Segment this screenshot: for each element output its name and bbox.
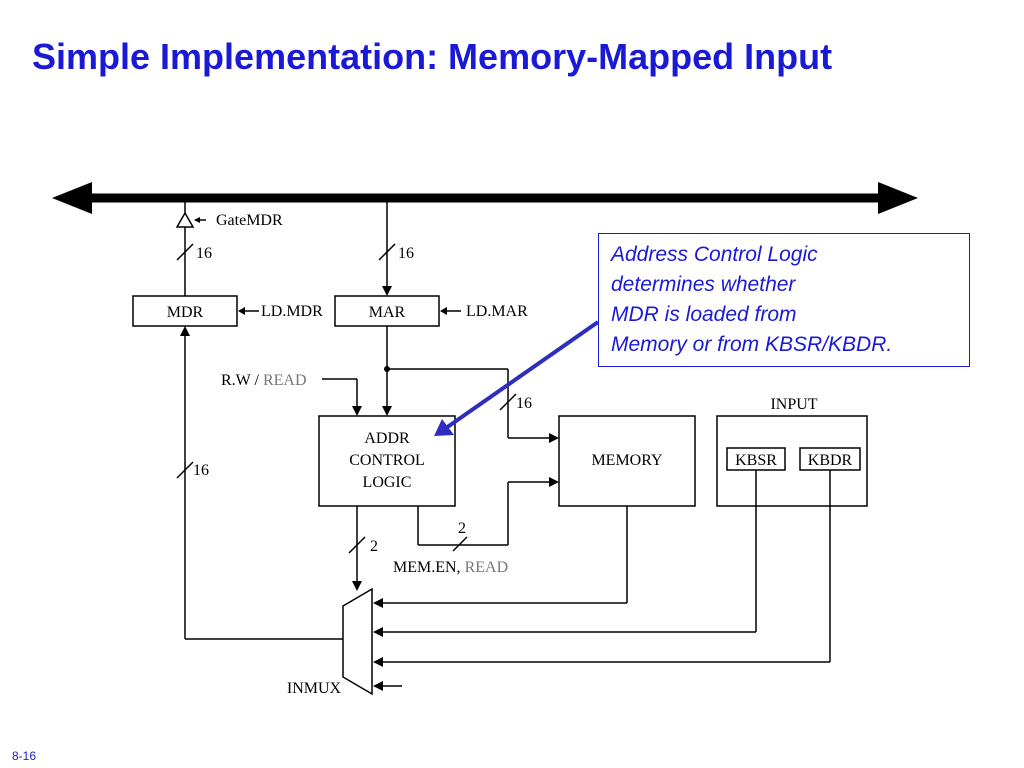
wire-extra-to-inmux bbox=[373, 681, 402, 691]
slide-number: 8-16 bbox=[12, 749, 37, 763]
wire-acl-to-inmux bbox=[348, 506, 366, 591]
inmux-label: INMUX bbox=[287, 680, 342, 697]
callout-line-4: Memory or from KBSR/KBDR. bbox=[611, 333, 893, 356]
rw-signal-wire bbox=[322, 378, 362, 416]
width-bus-to-mar: 16 bbox=[398, 245, 414, 262]
address-control-logic-block bbox=[318, 415, 456, 507]
mdr-register bbox=[132, 295, 238, 327]
width-acl-to-inmux: 2 bbox=[370, 538, 378, 555]
kbdr-label: KBDR bbox=[808, 452, 853, 469]
ld-mdr-label: LD.MDR bbox=[261, 303, 323, 320]
input-label: INPUT bbox=[770, 396, 817, 413]
width-inmux-to-mdr: 16 bbox=[193, 462, 209, 479]
callout-line-3: MDR is loaded from bbox=[611, 303, 797, 326]
acl-label-line1: ADDR bbox=[364, 430, 410, 447]
address-control-callout: Address Control Logic determines whether… bbox=[598, 233, 970, 367]
width-acl-to-memory: 2 bbox=[458, 520, 466, 537]
rw-label: R.W / READ bbox=[221, 372, 307, 389]
mem-en-label: MEM.EN, READ bbox=[393, 559, 508, 576]
ld-mar-arrow bbox=[440, 307, 461, 315]
kbsr-label: KBSR bbox=[735, 452, 777, 469]
acl-label-line2: CONTROL bbox=[349, 452, 425, 469]
mar-register bbox=[334, 295, 440, 327]
wire-inmux-to-mdr bbox=[176, 326, 343, 640]
ld-mdr-arrow bbox=[238, 307, 259, 315]
wire-memory-to-inmux bbox=[373, 506, 628, 608]
width-mar-to-memory: 16 bbox=[516, 395, 532, 412]
system-bus bbox=[52, 182, 918, 214]
wire-acl-to-memory bbox=[417, 477, 559, 552]
memory-block bbox=[558, 415, 696, 507]
wire-kbsr-to-inmux bbox=[373, 470, 757, 637]
wire-mar-output bbox=[382, 326, 559, 443]
mdr-label: MDR bbox=[167, 304, 204, 321]
callout-pointer-arrow bbox=[434, 320, 600, 436]
callout-line-2: determines whether bbox=[611, 273, 796, 296]
wire-kbdr-to-inmux bbox=[373, 470, 831, 667]
callout-line-1: Address Control Logic bbox=[611, 243, 818, 266]
mar-label: MAR bbox=[369, 304, 406, 321]
gate-mdr-label: GateMDR bbox=[216, 212, 283, 229]
memory-label: MEMORY bbox=[591, 452, 663, 469]
ld-mar-label: LD.MAR bbox=[466, 303, 528, 320]
slide-title: Simple Implementation: Memory-Mapped Inp… bbox=[32, 36, 833, 77]
wire-gate-to-mdr bbox=[176, 227, 194, 296]
width-gate-to-mdr: 16 bbox=[196, 245, 212, 262]
acl-label-line3: LOGIC bbox=[363, 474, 412, 491]
inmux-multiplexer bbox=[342, 587, 373, 696]
wire-bus-to-mar bbox=[378, 198, 396, 296]
